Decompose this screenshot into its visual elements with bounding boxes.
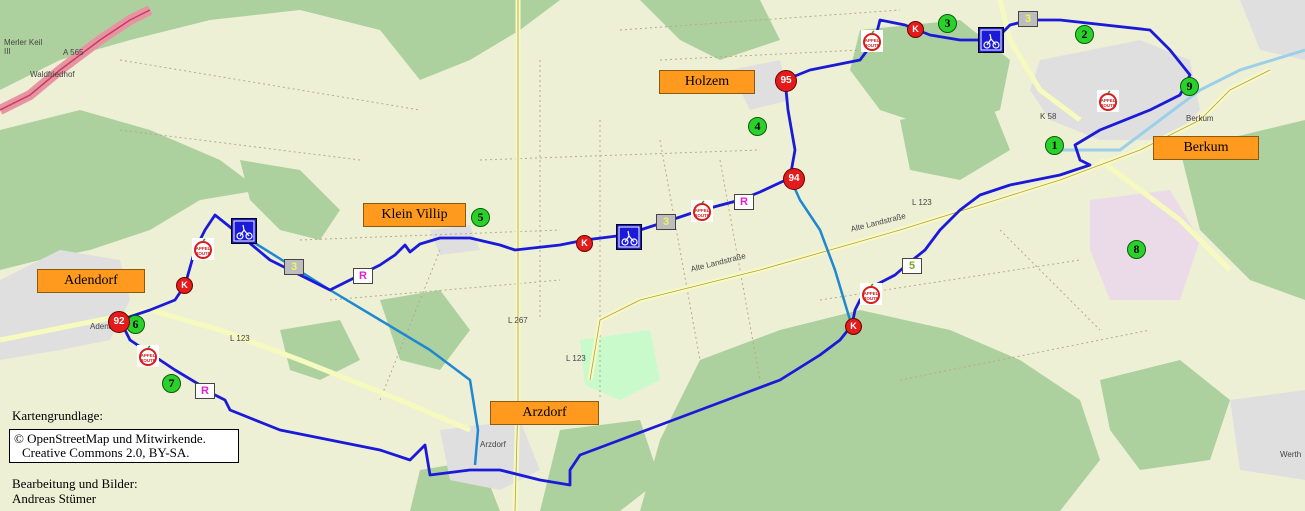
- svg-text:ROUTE: ROUTE: [694, 213, 710, 218]
- svg-text:APFEL: APFEL: [1101, 98, 1116, 103]
- route-5-sign: 5: [902, 258, 922, 274]
- l123-label-east: L 123: [912, 198, 932, 207]
- a565-label: A 565: [63, 48, 84, 57]
- station-8[interactable]: 8: [1127, 240, 1146, 259]
- junction-94[interactable]: 94: [783, 168, 805, 190]
- svg-text:ROUTE: ROUTE: [140, 358, 156, 363]
- svg-text:APFEL: APFEL: [141, 353, 156, 358]
- junction-92[interactable]: 92: [108, 311, 130, 333]
- l267-label: L 267: [508, 316, 528, 325]
- k-marker-adendorf[interactable]: K: [176, 277, 193, 294]
- routes: [118, 18, 1192, 487]
- svg-text:ROUTE: ROUTE: [195, 251, 211, 256]
- station-5[interactable]: 5: [471, 208, 490, 227]
- k-marker-north[interactable]: K: [907, 21, 924, 38]
- svg-text:ROUTE: ROUTE: [863, 296, 879, 301]
- station-3[interactable]: 3: [938, 14, 957, 33]
- waldfriedhof-label: Waldfriedhof: [30, 70, 75, 79]
- svg-text:ROUTE: ROUTE: [1100, 103, 1116, 108]
- route-3-sign-north: 3: [1018, 11, 1038, 27]
- k-marker-south[interactable]: K: [845, 318, 862, 335]
- route-3-sign-mid: 3: [656, 214, 676, 230]
- route-3-sign-west: 3: [284, 259, 304, 275]
- place-adendorf[interactable]: Adendorf: [37, 269, 145, 293]
- arzdorf-map-label: Arzdorf: [480, 440, 506, 449]
- svg-text:APFEL: APFEL: [864, 291, 879, 296]
- bike-route-icon-mid: [616, 224, 642, 250]
- r-sign-holzem: R: [734, 194, 754, 210]
- bearbeitung-label: Bearbeitung und Bilder:: [12, 476, 138, 491]
- copyright-line-1: © OpenStreetMap und Mitwirkende.: [14, 431, 206, 446]
- l123-label-west: L 123: [230, 334, 250, 343]
- place-klein-villip[interactable]: Klein Villip: [363, 203, 466, 227]
- adendorf-map-label: Adendorf: [90, 322, 123, 331]
- r-sign-adendorf: R: [195, 383, 215, 399]
- svg-text:APFEL: APFEL: [695, 208, 710, 213]
- park-area: [580, 330, 660, 400]
- svg-text:ROUTE: ROUTE: [864, 43, 880, 48]
- l123-label-mid: L 123: [566, 354, 586, 363]
- place-arzdorf[interactable]: Arzdorf: [490, 401, 599, 425]
- bike-route-icon-north: [978, 27, 1004, 53]
- station-4[interactable]: 4: [748, 117, 767, 136]
- station-1[interactable]: 1: [1045, 136, 1064, 155]
- bike-route-icon-west: [231, 218, 257, 244]
- station-9[interactable]: 9: [1180, 77, 1199, 96]
- werth-label: Werth: [1280, 450, 1302, 459]
- author-name: Andreas Stümer: [12, 491, 97, 506]
- k58-label: K 58: [1040, 112, 1057, 121]
- osm-copyright-box: © OpenStreetMap und Mitwirkende. Creativ…: [9, 429, 239, 463]
- junction-95[interactable]: 95: [775, 70, 797, 92]
- svg-text:APFEL: APFEL: [196, 246, 211, 251]
- berkum-map-label: Berkum: [1186, 114, 1214, 123]
- svg-text:APFEL: APFEL: [865, 38, 880, 43]
- station-2[interactable]: 2: [1075, 25, 1094, 44]
- kartengrundlage-label: Kartengrundlage:: [12, 408, 103, 423]
- place-holzem[interactable]: Holzem: [659, 70, 755, 94]
- merler-label: Merler Keil III: [4, 38, 43, 56]
- r-sign-villip: R: [353, 268, 373, 284]
- k-marker-villip[interactable]: K: [576, 235, 593, 252]
- station-7[interactable]: 7: [162, 374, 181, 393]
- place-berkum[interactable]: Berkum: [1153, 136, 1259, 160]
- copyright-line-2: Creative Commons 2.0, BY-SA.: [22, 445, 190, 460]
